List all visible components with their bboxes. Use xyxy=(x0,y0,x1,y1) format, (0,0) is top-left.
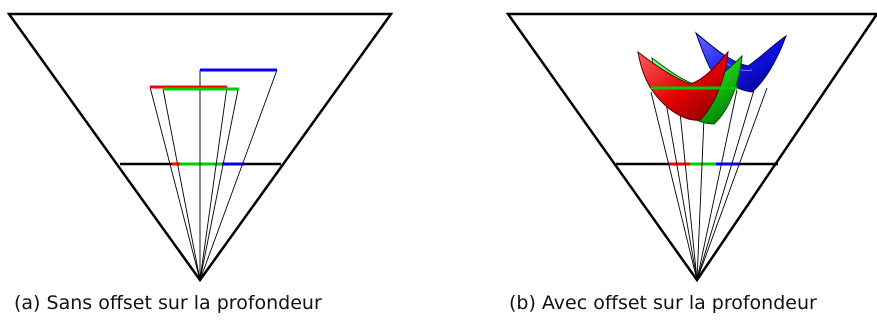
caption-panel-a: (a) Sans offset sur la profondeur xyxy=(14,292,322,314)
panel-a xyxy=(6,12,394,283)
projection-rays xyxy=(650,87,768,281)
view-frustum xyxy=(505,12,877,283)
projection-rays xyxy=(149,69,278,281)
caption-panel-b: (b) Avec offset sur la profondeur xyxy=(509,292,817,314)
view-frustum xyxy=(6,12,394,283)
panel-b xyxy=(505,12,877,283)
